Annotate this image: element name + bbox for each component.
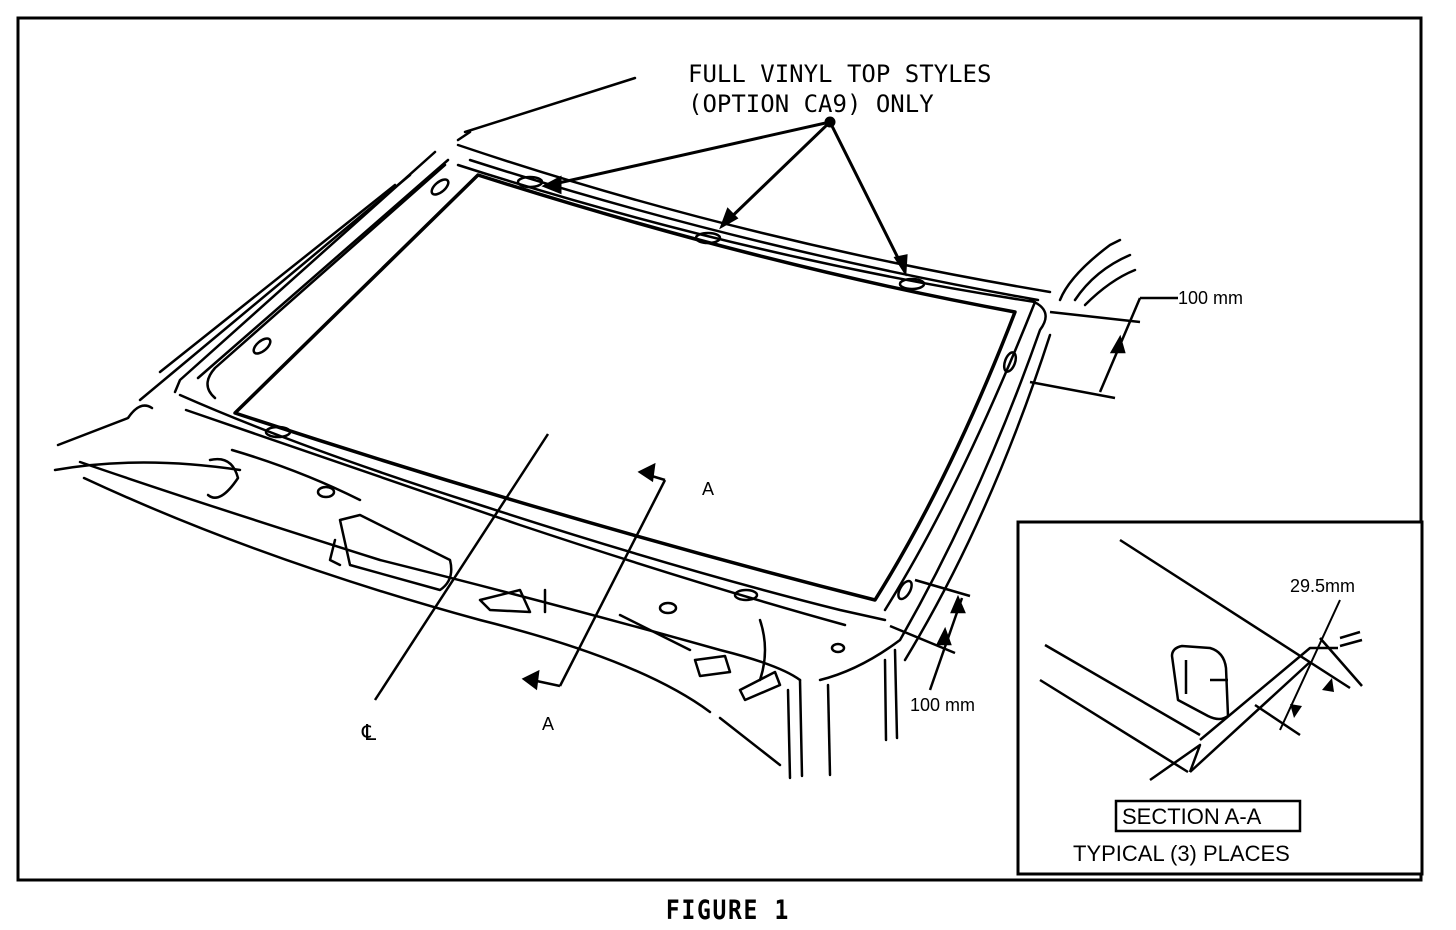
section-depth-label: 29.5mm xyxy=(1290,576,1355,596)
dimension-lower xyxy=(889,578,971,691)
callout-leaders xyxy=(541,116,908,277)
windshield-glass xyxy=(233,173,1017,602)
section-inset-title: SECTION A-A xyxy=(1122,804,1262,829)
callout-line2: (OPTION CA9) ONLY xyxy=(688,90,934,118)
section-cut xyxy=(373,433,667,701)
section-inset-subtitle: TYPICAL (3) PLACES xyxy=(1073,841,1290,866)
vehicle-drawing xyxy=(53,76,1137,780)
section-mark-bottom: A xyxy=(542,714,554,734)
dimension-upper-label: 100 mm xyxy=(1178,288,1243,308)
section-inset-box xyxy=(1016,520,1424,876)
figure-border xyxy=(16,16,1423,882)
figure-caption: FIGURE 1 xyxy=(665,895,791,926)
section-inset-arrows xyxy=(1290,678,1334,718)
dimension-lower-label: 100 mm xyxy=(910,695,975,715)
section-inset-drawing xyxy=(1039,538,1363,782)
section-title-box xyxy=(1114,799,1302,833)
section-mark-top: A xyxy=(702,479,714,499)
callout-line1: FULL VINYL TOP STYLES xyxy=(688,60,991,88)
centerline-symbol: ℄ xyxy=(361,720,377,745)
dimension-upper xyxy=(1029,296,1178,400)
